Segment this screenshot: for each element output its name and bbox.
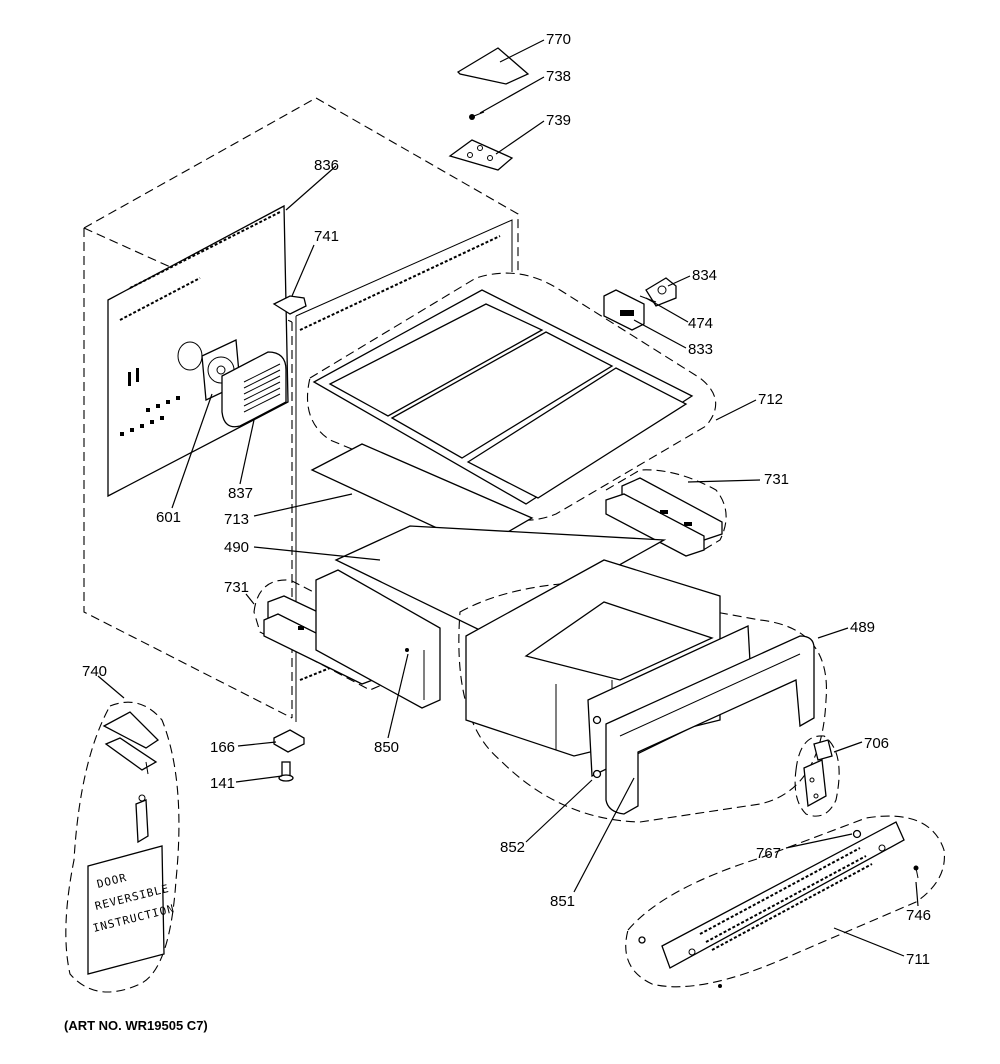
callout-labels: 770 738 739 836 741 834 474 833 712 731 … [82,31,931,968]
callout-489: 489 [850,619,875,636]
bracket-166 [273,729,305,753]
drawer-frame-850 [315,569,441,709]
callout-770: 770 [546,31,571,48]
cabinet-front-wall [295,219,513,722]
callout-706: 706 [864,735,889,752]
drawer-front-851 [605,635,815,815]
callout-601: 601 [156,509,181,526]
callout-851: 851 [550,893,575,910]
callout-739: 739 [546,112,571,129]
hinge-plate-739 [448,139,514,171]
callout-490: 490 [224,539,249,556]
callout-836: 836 [314,157,339,174]
leveling-leg-141 [278,761,294,782]
callout-852: 852 [500,839,525,856]
rear-cover-741 [272,295,307,315]
callout-767: 767 [756,845,781,862]
callout-712: 712 [758,391,783,408]
hinge-706 [794,735,840,817]
fan-shroud-837 [221,351,287,428]
screw-746 [913,865,919,879]
shelf-frame-712 [306,272,717,521]
callout-474: 474 [688,315,713,332]
slide-rail-731-right [605,469,727,557]
callout-166: 166 [210,739,235,756]
callout-850: 850 [374,739,399,756]
hinge-cover-770 [456,47,530,85]
art-number: (ART NO. WR19505 C7) [64,1018,208,1033]
clip-767 [852,829,862,839]
door-reversible-instruction-sign: DOOR REVERSIBLE INSTRUCTION [87,845,176,975]
callout-141: 141 [210,775,235,792]
callout-713: 713 [224,511,249,528]
door-reversal-kit-740 [65,701,180,993]
screw-738 [469,111,485,120]
crisper-cover-490 [334,525,667,637]
callout-731-right: 731 [764,471,789,488]
thermostat-834 [645,277,677,307]
callout-731-left: 731 [224,579,249,596]
callout-746: 746 [906,907,931,924]
control-panel-833 [603,289,645,331]
kick-plate-grille-711 [625,815,945,988]
callout-837: 837 [228,485,253,502]
callout-738: 738 [546,68,571,85]
callout-833: 833 [688,341,713,358]
leader-lines [97,39,919,957]
callout-741: 741 [314,228,339,245]
rear-panel [107,204,289,498]
callout-711: 711 [906,951,930,968]
callout-740: 740 [82,663,107,680]
glass-shelf-713 [310,443,534,549]
callout-834: 834 [692,267,717,284]
